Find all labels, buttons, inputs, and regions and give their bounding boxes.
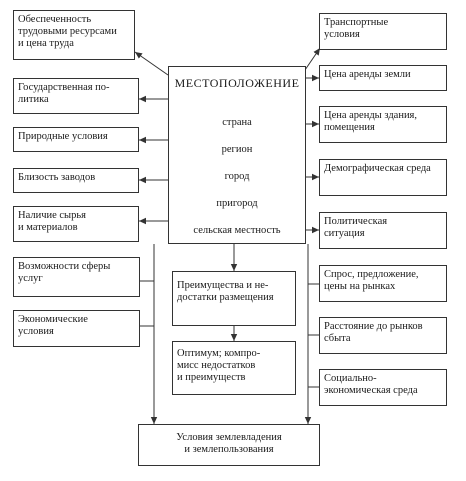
- arrow-to-left-1: [134, 51, 169, 76]
- location-item-suburb: пригород: [216, 198, 258, 209]
- factor-market-distance: Расстояние до рынков сбыта: [319, 317, 447, 354]
- location-item-country: страна: [222, 117, 252, 128]
- location-box: МЕСТОПОЛОЖЕНИЕ страна регион город приго…: [168, 66, 306, 244]
- factor-state-policy: Государственная по- литика: [13, 78, 139, 114]
- location-item-city: город: [224, 171, 250, 182]
- advantages-disadvantages-box: Преимущества и не- достатки размещения: [172, 271, 296, 326]
- factor-land-rent: Цена аренды земли: [319, 65, 447, 91]
- optimum-box: Оптимум; компро- мисс недостатков и преи…: [172, 341, 296, 395]
- arrow-to-right-1: [304, 47, 321, 71]
- factor-socio-economic: Социально- экономическая среда: [319, 369, 447, 406]
- land-tenure-conditions-box: Условия землевладения и землепользования: [138, 424, 320, 466]
- location-item-rural: сельская местность: [193, 225, 281, 236]
- location-title: МЕСТОПОЛОЖЕНИЕ: [174, 76, 300, 90]
- factor-political-situation: Политическая ситуация: [319, 212, 447, 249]
- location-item-region: регион: [221, 144, 253, 155]
- factor-labor-resources: Обеспеченность трудовыми ресурсами и цен…: [13, 10, 135, 60]
- factor-transport: Транспортные условия: [319, 13, 447, 50]
- factor-raw-materials: Наличие сырья и материалов: [13, 206, 139, 242]
- factor-market-demand: Спрос, предложение, цены на рынках: [319, 265, 447, 302]
- factor-service-sector: Возможности сферы услуг: [13, 257, 140, 297]
- factor-plants-proximity: Близость заводов: [13, 168, 139, 193]
- factor-natural-conditions: Природные условия: [13, 127, 139, 152]
- factor-demographic: Демографическая среда: [319, 159, 447, 196]
- factor-building-rent: Цена аренды здания, помещения: [319, 106, 447, 143]
- factor-economic-conditions: Экономические условия: [13, 310, 140, 347]
